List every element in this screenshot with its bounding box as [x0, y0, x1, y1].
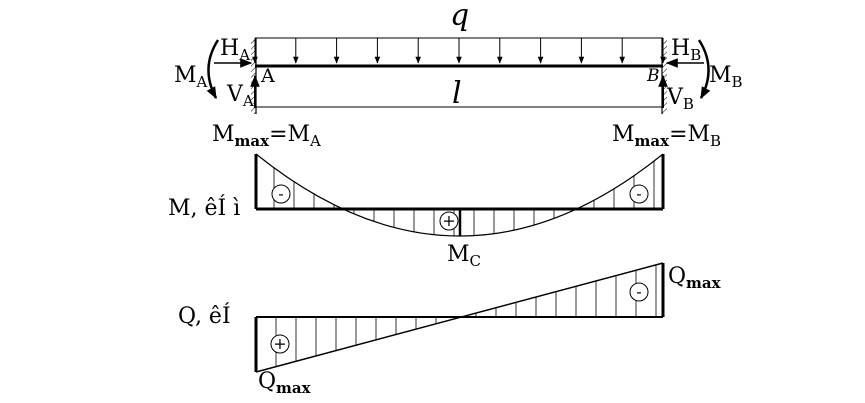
reaction-vb-label: VB: [666, 85, 694, 113]
shear-sign-left-text: +: [273, 334, 286, 353]
shear-sign-right-text: -: [636, 282, 641, 301]
shear-axis-label: Q, êÍ: [178, 302, 231, 329]
reaction-ha-label: HA: [220, 36, 250, 64]
point-b-label: B: [646, 66, 660, 86]
mmax-right-label: Mmax=MB: [612, 122, 721, 150]
moment-sign-center: [439, 211, 459, 231]
moment-sign-center-text: +: [442, 211, 455, 230]
span-l-label: l: [452, 76, 462, 111]
mc-label: MC: [447, 242, 481, 270]
moment-ma-arrow: [206, 39, 220, 100]
reaction-va-label: VA: [226, 82, 254, 110]
qmax-right-label: Qmax: [668, 264, 722, 292]
point-a-label: A: [260, 65, 275, 87]
shear-diagram-slope: [255, 262, 664, 373]
beam-scheme: q l MA MB HA HB VA VB A B: [174, 0, 743, 114]
moment-mb-label: MB: [709, 63, 743, 91]
moment-mb-arrow: [697, 39, 711, 100]
moment-diagram: - - + Mmax=MA Mmax=MB M, êÍ ì MC: [168, 122, 721, 270]
moment-axis-label: M, êÍ ì: [168, 194, 240, 221]
mmax-left-label: Mmax=MA: [212, 122, 321, 150]
load-q-label: q: [450, 0, 469, 33]
shear-sign-right: [629, 282, 649, 302]
moment-sign-left-text: -: [278, 184, 283, 203]
reaction-hb-label: HB: [671, 36, 701, 64]
shear-diagram: + - Q, êÍ Qmax Qmax: [178, 262, 722, 397]
qmax-left-label: Qmax: [258, 369, 312, 397]
moment-sign-right: [629, 184, 649, 204]
moment-ma-label: MA: [174, 63, 208, 91]
distributed-load-arrows: [252, 38, 666, 64]
shear-sign-left: [270, 334, 290, 354]
moment-sign-left: [271, 184, 291, 204]
moment-sign-right-text: -: [636, 184, 641, 203]
